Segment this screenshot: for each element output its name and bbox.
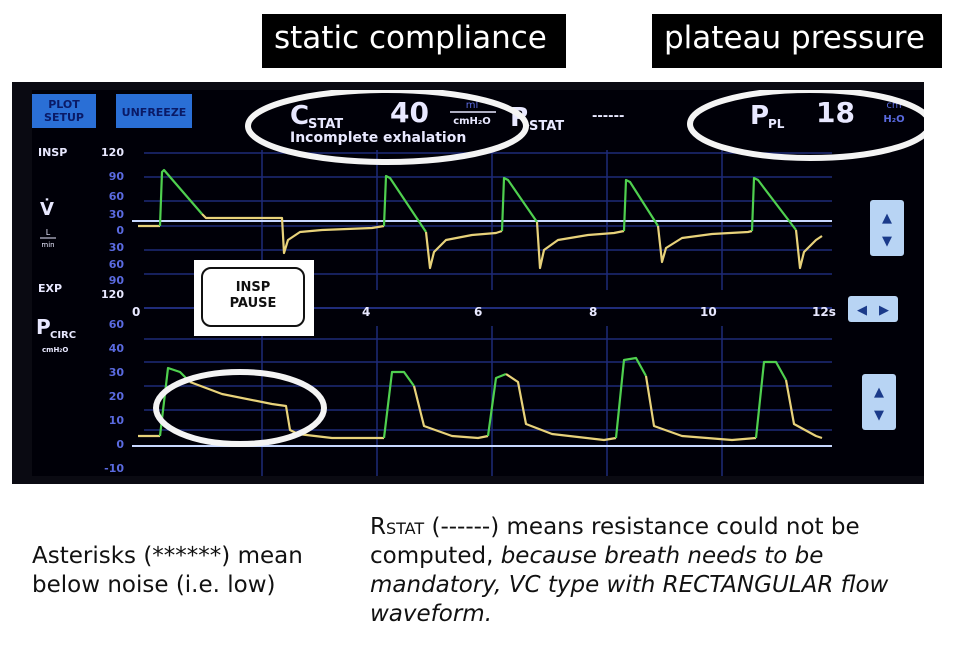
unfreeze-label: UNFREEZE [122,106,187,119]
insp-pause-line2: PAUSE [229,296,277,311]
cstat-subscript: STAT [308,117,343,132]
flow-symbol: V̇ [40,199,54,220]
flow-tick: 0 [116,224,124,237]
plot-setup-line2: SETUP [44,111,84,124]
cstat-symbol: C [290,101,309,131]
insp-pressure-segment [614,356,647,439]
pressure-tick: 60 [109,318,125,331]
pause-highlight-ellipse [153,369,327,447]
cstat-unit-top: ml [466,100,479,111]
time-tick: 0 [132,305,140,319]
insp-pressure-segment [158,366,191,437]
pressure-tick: 10 [109,414,125,427]
rstat-value: ------ [592,109,624,124]
rstat-subscript: STAT [529,119,564,134]
flow-tick: 60 [109,190,125,203]
insp-flow-segment [500,176,538,232]
ppl-unit-top: cm [886,100,901,111]
insp-pause-line1: INSP [235,280,271,295]
pressure-subscript: CIRC [50,330,76,341]
pressure-scale-stepper[interactable]: ▲ ▼ [862,374,896,430]
pressure-panel-labels: P CIRC cmH₂O 60 40 30 20 10 0 -10 [36,315,124,475]
flow-panel-labels: INSP V̇ L min EXP 120 90 60 30 0 30 60 9… [38,146,124,301]
ppl-value: 18 [816,96,855,129]
arrow-left-icon[interactable]: ◀ [857,303,867,318]
ppl-readout: P PL 18 cm H₂O [750,96,905,131]
ppl-subscript: PL [768,117,785,131]
insp-flow-segment [750,176,797,232]
flow-tick: 30 [109,208,125,221]
time-tick: 12s [812,305,836,319]
pressure-tick: 40 [109,342,125,355]
unfreeze-button[interactable]: UNFREEZE [116,94,192,128]
cstat-value: 40 [390,96,429,129]
cstat-note: Incomplete exhalation [290,130,466,146]
time-tick: 6 [474,305,482,319]
insp-axis-label: INSP [38,146,67,159]
plot-setup-line1: PLOT [48,98,80,111]
flow-tick: 120 [101,146,124,159]
time-scale-stepper[interactable]: ◀ ▶ [848,296,898,322]
flow-unit-bottom: min [41,241,54,249]
arrow-up-icon[interactable]: ▲ [874,385,884,400]
insp-pressure-segment [754,360,787,439]
time-tick: 4 [362,305,370,319]
arrow-down-icon[interactable]: ▼ [882,234,892,249]
ventilator-monitor: PLOT SETUP UNFREEZE C STAT 40 ml cmH₂O I… [12,82,933,484]
flow-tick: 60 [109,258,125,271]
insp-pressure-segment [486,372,507,437]
exp-axis-label: EXP [38,282,62,295]
plateau-pressure-label: plateau pressure [652,14,942,68]
rstat-caption: Rstat (------) means resistance could no… [370,513,930,629]
flow-tick: 30 [109,241,125,254]
static-compliance-label: static compliance [262,14,566,68]
ventilator-screen: PLOT SETUP UNFREEZE C STAT 40 ml cmH₂O I… [32,87,933,476]
pressure-tick: -10 [104,462,124,475]
insp-pressure-segment [382,370,415,439]
cstat-readout: C STAT 40 ml cmH₂O Incomplete exhalation [290,96,496,146]
pressure-tick: 30 [109,366,125,379]
time-axis: 0 4 6 8 10 12s [132,305,836,319]
flow-tick: 90 [109,170,125,183]
arrow-down-icon[interactable]: ▼ [874,408,884,423]
insp-flow-segment [622,178,659,232]
pressure-unit: cmH₂O [42,346,68,354]
flow-tick: 90 [109,274,125,287]
flow-waveform [138,168,823,270]
ppl-unit-bottom: H₂O [883,114,904,125]
arrow-up-icon[interactable]: ▲ [882,211,892,226]
insp-flow-segment [382,174,427,233]
arrow-right-icon[interactable]: ▶ [879,303,889,318]
insp-flow-segment [158,168,203,227]
cstat-unit-bottom: cmH₂O [453,116,491,127]
plot-setup-button[interactable]: PLOT SETUP [32,94,96,128]
cstat-highlight-ellipse [245,87,529,165]
rstat-caption-italic: because breath needs to be mandatory, VC… [370,543,889,627]
rstat-caption-term: Rstat [370,514,425,540]
insp-pause-overlay: INSP PAUSE [194,260,314,336]
pressure-symbol: P [36,315,51,339]
time-tick: 10 [700,305,717,319]
flow-unit-top: L [46,228,51,237]
asterisks-caption: Asterisks (******) mean below noise (i.e… [32,543,303,598]
ppl-symbol: P [750,101,769,131]
time-tick: 8 [589,305,597,319]
insp-pause-key[interactable]: INSP PAUSE [201,267,305,327]
pressure-tick: 0 [116,438,124,451]
pressure-tick: 20 [109,390,125,403]
pressure-waveform [138,356,823,442]
rstat-caption-plain: (------) means resistance could not be c… [370,514,860,569]
flow-scale-stepper[interactable]: ▲ ▼ [870,200,904,256]
flow-tick: 120 [101,288,124,301]
